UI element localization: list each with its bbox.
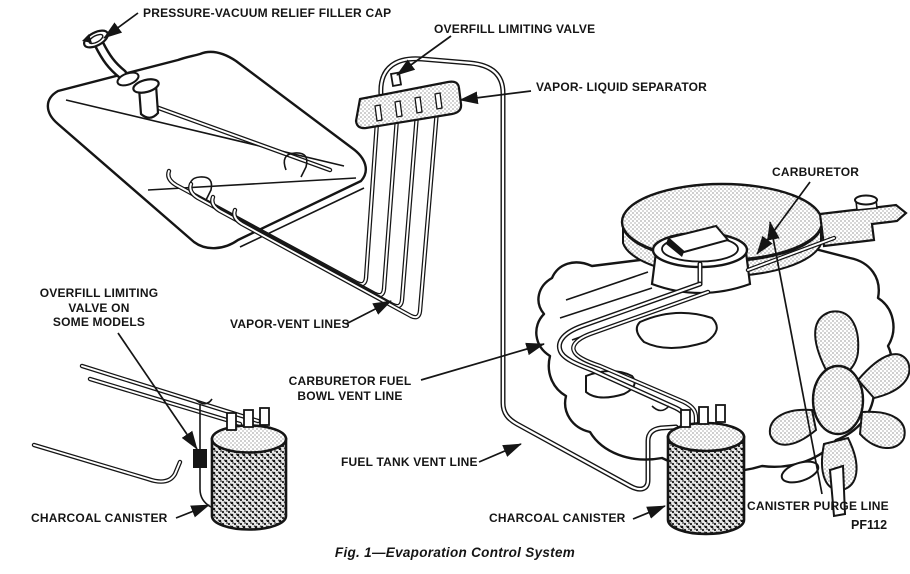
- tank-vent-stub: [132, 78, 160, 119]
- label-carb-bowl-vent: CARBURETOR FUEL BOWL VENT LINE: [283, 374, 417, 403]
- leader-arrows: [103, 12, 823, 520]
- label-overfill-some-line3: SOME MODELS: [52, 315, 146, 329]
- label-carb-bowl-line2: BOWL VENT LINE: [297, 388, 403, 403]
- overfill-valve-part: [193, 449, 207, 468]
- label-canister-purge-line: CANISTER PURGE LINE: [747, 499, 889, 513]
- label-fuel-tank-vent-line: FUEL TANK VENT LINE: [341, 455, 478, 469]
- engine-bracket: [818, 194, 908, 248]
- label-overfill-some-line1: OVERFILL LIMITING: [39, 286, 159, 300]
- label-carb-bowl-line1: CARBURETOR FUEL: [288, 374, 412, 388]
- label-filler-cap: PRESSURE-VACUUM RELIEF FILLER CAP: [143, 6, 392, 20]
- engine-fan: [768, 310, 910, 518]
- fuel-tank-vent-line: [378, 56, 679, 492]
- label-charcoal-canister-left: CHARCOAL CANISTER: [31, 511, 168, 525]
- label-overfill-valve: OVERFILL LIMITING VALVE: [434, 22, 596, 36]
- figure-code: PF112: [851, 518, 888, 532]
- charcoal-canister-right: [666, 404, 746, 536]
- label-overfill-some-models: OVERFILL LIMITING VALVE ON SOME MODELS: [28, 286, 170, 330]
- charcoal-canister-left: [210, 407, 288, 531]
- label-charcoal-canister-right: CHARCOAL CANISTER: [489, 511, 626, 525]
- figure-caption: Fig. 1—Evaporation Control System: [334, 545, 576, 560]
- fuel-tank: [46, 29, 367, 250]
- label-overfill-some-line2: VALVE ON: [68, 300, 130, 315]
- carburetor-part: [650, 224, 752, 295]
- label-separator: VAPOR- LIQUID SEPARATOR: [536, 80, 708, 94]
- filler-neck: [82, 29, 140, 87]
- label-vapor-vent-lines: VAPOR-VENT LINES: [230, 317, 350, 331]
- label-carburetor: CARBURETOR: [772, 165, 860, 179]
- vapor-vent-lines: [166, 107, 440, 320]
- vapor-liquid-separator: [354, 71, 463, 130]
